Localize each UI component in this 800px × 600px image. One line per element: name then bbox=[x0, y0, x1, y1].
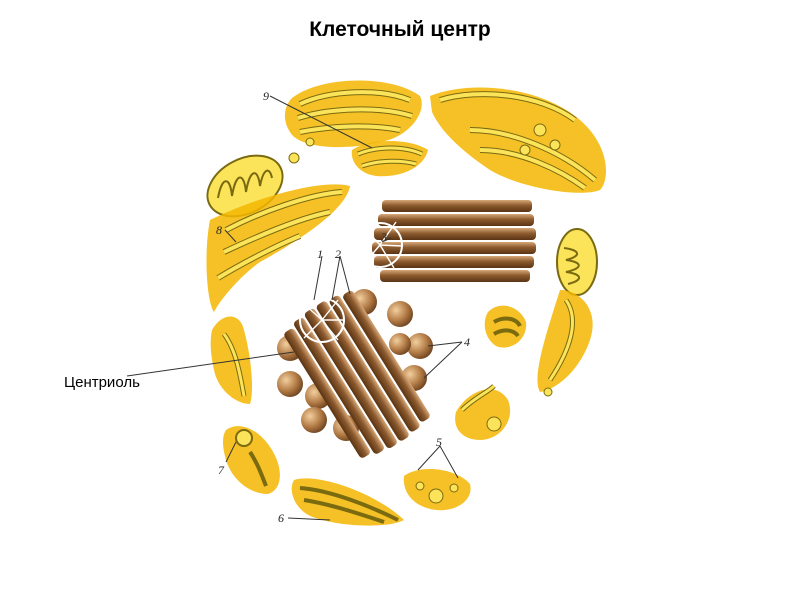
mitochondrion-right bbox=[556, 228, 598, 296]
centriole-upper bbox=[357, 200, 536, 282]
organelle-7 bbox=[223, 426, 280, 494]
organelle-5 bbox=[403, 469, 471, 511]
page-title: Клеточный центр bbox=[309, 18, 491, 41]
golgi-top bbox=[284, 80, 422, 164]
organelle-small-right bbox=[484, 305, 527, 348]
leader-lines bbox=[126, 95, 463, 521]
label-4: 4 bbox=[464, 335, 470, 349]
centriole-lower bbox=[277, 289, 433, 458]
golgi-top-right bbox=[430, 87, 606, 193]
organelle-left bbox=[210, 316, 252, 404]
organelle-mid-right bbox=[455, 384, 511, 440]
label-8: 8 bbox=[216, 223, 222, 237]
label-2: 2 bbox=[335, 247, 341, 261]
er-right bbox=[537, 290, 593, 397]
label-5: 5 bbox=[436, 435, 442, 449]
label-7: 7 bbox=[218, 463, 225, 477]
er-left bbox=[206, 184, 350, 312]
label-1: 1 bbox=[317, 247, 323, 261]
label-9: 9 bbox=[263, 89, 269, 103]
label-3: 3 bbox=[380, 230, 387, 244]
centriole-label: Центриоль bbox=[64, 374, 140, 391]
golgi-small bbox=[351, 141, 428, 177]
label-6: 6 bbox=[278, 511, 284, 525]
organelle-6 bbox=[291, 478, 404, 526]
